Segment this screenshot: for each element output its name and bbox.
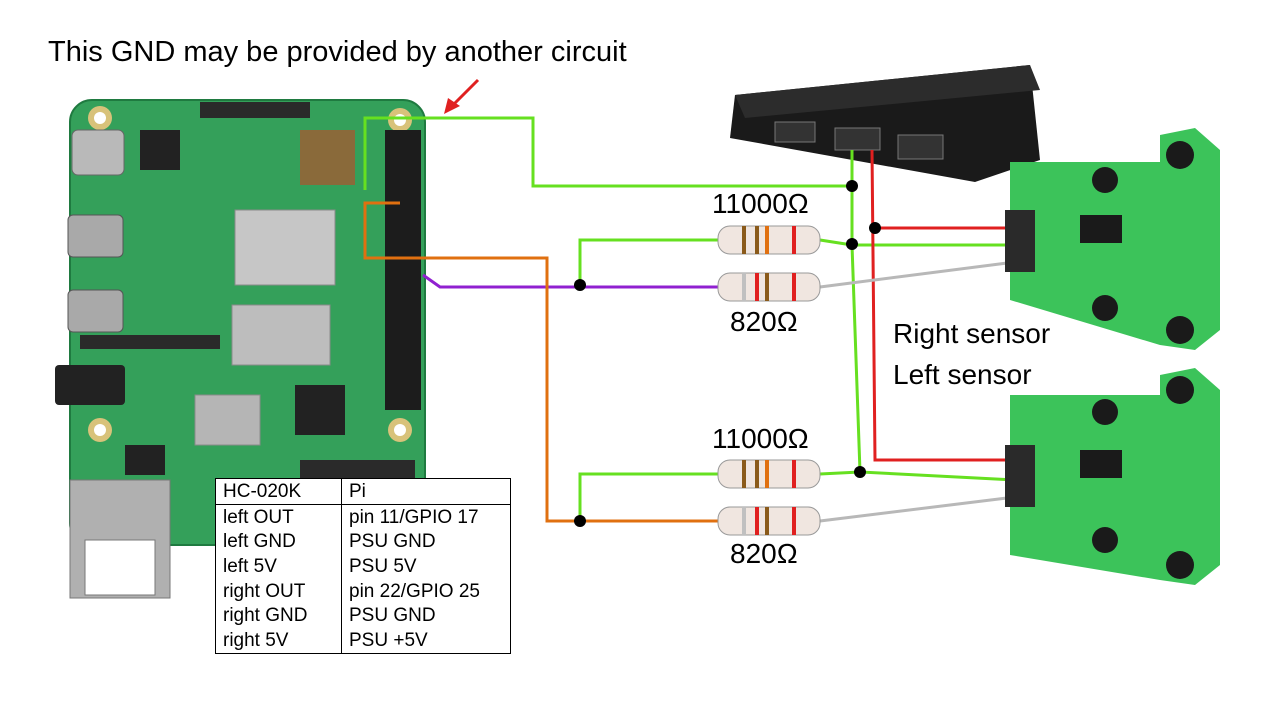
- table-cell: right OUT: [215, 578, 342, 604]
- gpio17-wire: [422, 273, 720, 289]
- table-row: left 5V PSU 5V: [215, 554, 511, 579]
- table-cell: right 5V: [215, 628, 342, 654]
- table-header-pi: Pi: [341, 478, 511, 505]
- divider-top: [578, 238, 720, 287]
- signal-wire-left: [819, 495, 1016, 523]
- resistor-label-top-low: 820Ω: [730, 306, 798, 337]
- table-header-sensor: HC-020K: [215, 478, 342, 505]
- power-bank: [730, 65, 1040, 182]
- table-header-row: HC-020K Pi: [215, 478, 511, 505]
- pin-mapping-table: HC-020K Pi left OUT pin 11/GPIO 17 left G…: [215, 478, 511, 654]
- junction-dots: [574, 180, 881, 527]
- table-cell: PSU GND: [349, 605, 436, 627]
- table-row: right GND PSU GND: [215, 603, 511, 629]
- sensor-pins: [1005, 210, 1035, 507]
- resistor-bottom-low: [717, 506, 821, 536]
- resistor-label-top-high: 11000Ω: [712, 188, 809, 219]
- arrow-icon: [444, 78, 480, 114]
- resistor-top-low: [717, 272, 821, 302]
- left-sensor-label: Left sensor: [893, 359, 1032, 390]
- gnd-wire-main: [850, 150, 1016, 482]
- table-cell: left OUT: [215, 504, 342, 530]
- raspberry-pi-board: [55, 99, 426, 599]
- gnd-note: This GND may be provided by another circ…: [48, 36, 627, 68]
- resistor-label-bottom-high: 11000Ω: [712, 423, 809, 454]
- table-cell: PSU 5V: [349, 556, 417, 577]
- signal-wire-right: [819, 260, 1016, 289]
- table-row: left OUT pin 11/GPIO 17: [215, 504, 511, 530]
- resistor-top-high: [717, 225, 821, 255]
- table-cell: left 5V: [215, 554, 342, 579]
- resistor-label-bottom-low: 820Ω: [730, 538, 798, 569]
- table-cell: pin 22/GPIO 25: [349, 580, 480, 602]
- resistor-bottom-high: [717, 459, 821, 489]
- gnd-wire-pi: [363, 116, 852, 190]
- table-row: right OUT pin 22/GPIO 25: [215, 578, 511, 604]
- divider-bottom: [578, 472, 720, 521]
- table-cell: PSU GND: [349, 531, 436, 553]
- table-cell: pin 11/GPIO 17: [349, 506, 479, 528]
- left-sensor-board: [1010, 368, 1220, 585]
- right-sensor-label: Right sensor: [893, 318, 1051, 349]
- table-cell: left GND: [215, 529, 342, 555]
- table-row: right 5V PSU +5V: [215, 628, 511, 654]
- table-cell: PSU +5V: [349, 630, 428, 652]
- vcc-wire: [870, 149, 1015, 462]
- table-row: left GND PSU GND: [215, 529, 511, 555]
- table-cell: right GND: [215, 603, 342, 629]
- right-sensor-board: [1010, 128, 1220, 350]
